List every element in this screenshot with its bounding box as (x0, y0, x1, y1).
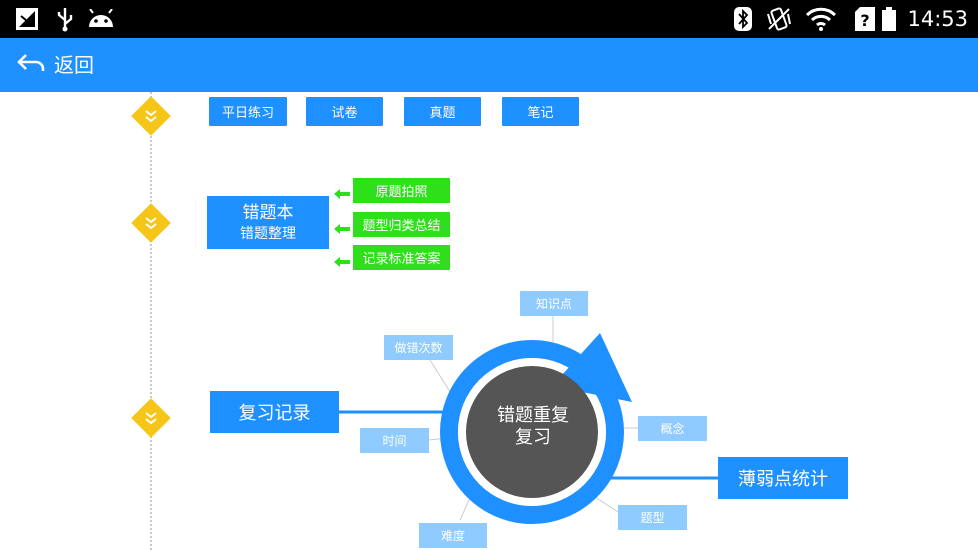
wifi-icon (804, 0, 838, 38)
error-count-tag[interactable]: 做错次数 (384, 335, 453, 360)
exam-paper-button[interactable]: 试卷 (306, 97, 383, 126)
battery-icon (880, 0, 898, 38)
connector-line (591, 494, 619, 513)
back-button[interactable]: 返回 (54, 53, 94, 77)
signal-off-icon (14, 0, 40, 38)
bluetooth-icon (732, 0, 754, 38)
timeline-line (150, 92, 152, 550)
center-label-line2: 复习 (515, 427, 551, 448)
difficulty-tag[interactable]: 难度 (419, 523, 487, 548)
center-disc (466, 366, 598, 498)
real-exam-button[interactable]: 真题 (404, 97, 481, 126)
weak-points-stats-button[interactable]: 薄弱点统计 (718, 457, 848, 499)
connector-line (429, 359, 453, 396)
wrong-question-book-button[interactable]: 错题本 错题整理 (207, 196, 329, 249)
center-label-line1: 错题重复 (497, 405, 569, 426)
app-bar: 返回 (0, 38, 978, 92)
status-time: 14:53 (907, 7, 968, 31)
chevron-down-icon (131, 203, 171, 243)
android-icon (86, 0, 116, 38)
record-answer-button[interactable]: 记录标准答案 (353, 245, 450, 270)
wrong-book-subtitle: 错题整理 (240, 225, 296, 242)
sim-question-icon: ? (854, 0, 876, 38)
center-label: 错题重复 复习 (468, 405, 598, 449)
notes-button[interactable]: 笔记 (502, 97, 579, 126)
categorize-type-button[interactable]: 题型归类总结 (353, 212, 450, 237)
concept-tag[interactable]: 概念 (638, 416, 707, 441)
wrong-book-title: 错题本 (242, 202, 294, 223)
chevron-down-icon (131, 398, 171, 438)
arrow-left-icon (334, 184, 350, 203)
connector-line (459, 497, 471, 521)
status-bar: ? 14:53 (0, 0, 978, 38)
chevron-down-icon (131, 96, 171, 136)
time-tag[interactable]: 时间 (360, 428, 429, 453)
vibrate-icon (766, 0, 792, 38)
arrow-left-icon (334, 219, 350, 238)
daily-practice-button[interactable]: 平日练习 (209, 97, 287, 126)
usb-icon (54, 0, 76, 38)
svg-text:?: ? (860, 11, 869, 30)
knowledge-point-tag[interactable]: 知识点 (520, 291, 588, 316)
cycle-ring (440, 340, 624, 524)
back-arrow-icon[interactable] (16, 51, 46, 77)
photo-original-button[interactable]: 原题拍照 (353, 178, 450, 203)
review-record-button[interactable]: 复习记录 (210, 391, 339, 433)
arrow-left-icon (334, 252, 350, 271)
question-type-tag[interactable]: 题型 (618, 505, 687, 530)
